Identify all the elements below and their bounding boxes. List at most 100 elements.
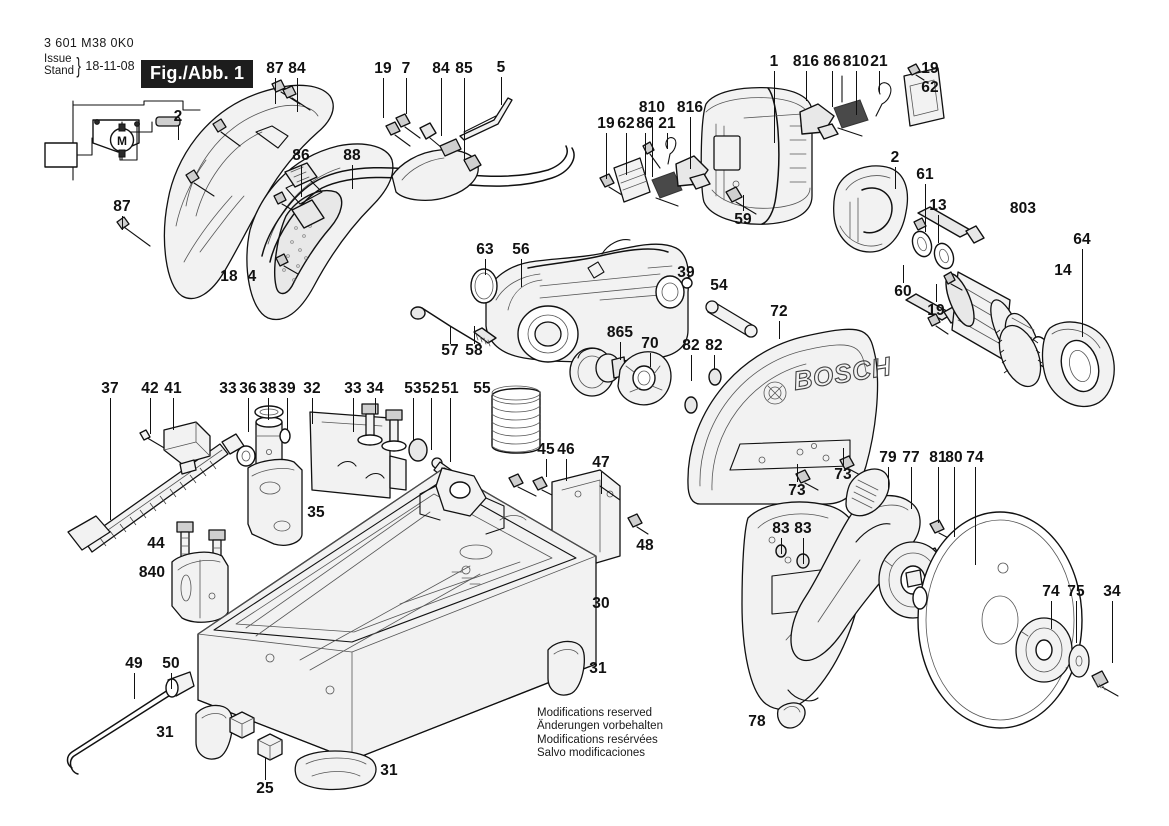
callout-86: 86 <box>636 115 654 132</box>
pin-38 <box>254 405 284 504</box>
callout-55: 55 <box>473 380 491 397</box>
callout-58: 58 <box>465 342 483 359</box>
handle-shell-left <box>163 84 334 300</box>
blade-guard-72: BOSCH <box>687 328 894 505</box>
leader-line <box>601 472 603 494</box>
leader-line <box>645 133 647 175</box>
callout-41: 41 <box>164 380 182 397</box>
callout-81: 81 <box>929 449 947 466</box>
callout-60: 60 <box>894 283 912 300</box>
rotor-assembly <box>905 206 1065 388</box>
screws-33-34 <box>357 403 407 452</box>
callout-34: 34 <box>1103 583 1121 600</box>
leader-line <box>1112 601 1114 663</box>
header-block: 3 601 M38 0K0 Issue Stand } 18-11-08 <box>44 36 135 77</box>
leader-line <box>413 398 415 440</box>
callout-82: 82 <box>705 337 723 354</box>
callout-62: 62 <box>921 79 939 96</box>
leader-line <box>431 398 433 450</box>
leader-line <box>626 133 628 175</box>
callout-61: 61 <box>916 166 934 183</box>
nut-25 <box>257 733 283 761</box>
callout-803: 803 <box>1009 200 1037 217</box>
callout-83: 83 <box>794 520 812 537</box>
clip-82a <box>684 396 698 414</box>
callout-54: 54 <box>710 277 728 294</box>
callout-50: 50 <box>162 655 180 672</box>
top-handle-assembly <box>385 97 513 202</box>
screws-45-46 <box>508 473 561 500</box>
plate-32 <box>309 411 407 499</box>
callout-80: 80 <box>945 449 963 466</box>
leader-line <box>843 448 845 466</box>
leader-line <box>911 467 913 509</box>
bosch-wordmark-text: BOSCH <box>791 351 894 396</box>
callout-34: 34 <box>366 380 384 397</box>
washer-75 <box>1068 644 1090 678</box>
leader-line <box>832 71 834 107</box>
leader-line <box>301 165 303 197</box>
callout-53: 53 <box>404 380 422 397</box>
callout-19: 19 <box>927 302 945 319</box>
callout-59: 59 <box>734 211 752 228</box>
callout-77: 77 <box>902 449 920 466</box>
cutting-disc <box>917 511 1083 729</box>
callout-5: 5 <box>496 59 506 76</box>
callout-74: 74 <box>966 449 984 466</box>
clip-39b <box>279 428 291 444</box>
callout-83: 83 <box>772 520 790 537</box>
leader-line <box>797 464 799 482</box>
leader-line <box>134 673 136 699</box>
leader-line <box>895 167 897 189</box>
callout-78: 78 <box>748 713 766 730</box>
callout-37: 37 <box>101 380 119 397</box>
callout-36: 36 <box>239 380 257 397</box>
screws-81-80 <box>925 519 957 571</box>
leader-line <box>650 353 652 367</box>
callout-88: 88 <box>343 147 361 164</box>
leader-line <box>110 398 112 520</box>
leader-line <box>856 71 858 115</box>
callout-46: 46 <box>557 441 575 458</box>
leader-line <box>975 467 977 565</box>
leader-line <box>888 467 890 489</box>
leader-line <box>620 342 622 360</box>
screw-48 <box>627 513 649 535</box>
plate-70 <box>617 351 672 406</box>
callout-33: 33 <box>219 380 237 397</box>
callout-44: 44 <box>147 535 165 552</box>
motor-housing <box>700 86 813 225</box>
callout-87: 87 <box>113 198 131 215</box>
callout-2: 2 <box>173 108 183 125</box>
leader-line <box>375 398 377 414</box>
callout-33: 33 <box>344 380 362 397</box>
foot-31-front <box>294 750 377 791</box>
flange-74-loose <box>1015 617 1073 683</box>
leader-line <box>938 215 940 243</box>
brush-parts-left <box>599 137 711 207</box>
bracket-47 <box>551 469 621 567</box>
callout-72: 72 <box>770 303 788 320</box>
bracket-35 <box>247 458 303 546</box>
leader-line <box>406 78 408 114</box>
fan-865 <box>569 347 627 397</box>
callout-39: 39 <box>677 264 695 281</box>
leader-line <box>248 398 250 432</box>
part-number: 3 601 M38 0K0 <box>44 36 134 50</box>
leader-line <box>1076 601 1078 643</box>
leader-line <box>178 126 180 140</box>
allen-key-57 <box>410 306 497 347</box>
bolts-44 <box>176 521 226 575</box>
pin-42 <box>139 429 189 463</box>
leader-line <box>352 165 354 189</box>
callout-86: 86 <box>823 53 841 70</box>
gasket-63 <box>470 268 498 304</box>
callout-865: 865 <box>606 324 634 341</box>
nut-25b <box>229 711 255 739</box>
callout-85: 85 <box>455 60 473 77</box>
end-cap-64 <box>1041 321 1115 408</box>
callout-810: 810 <box>638 99 666 116</box>
brace-glyph: } <box>76 53 82 78</box>
leader-line <box>173 398 175 430</box>
leader-line <box>774 71 776 143</box>
